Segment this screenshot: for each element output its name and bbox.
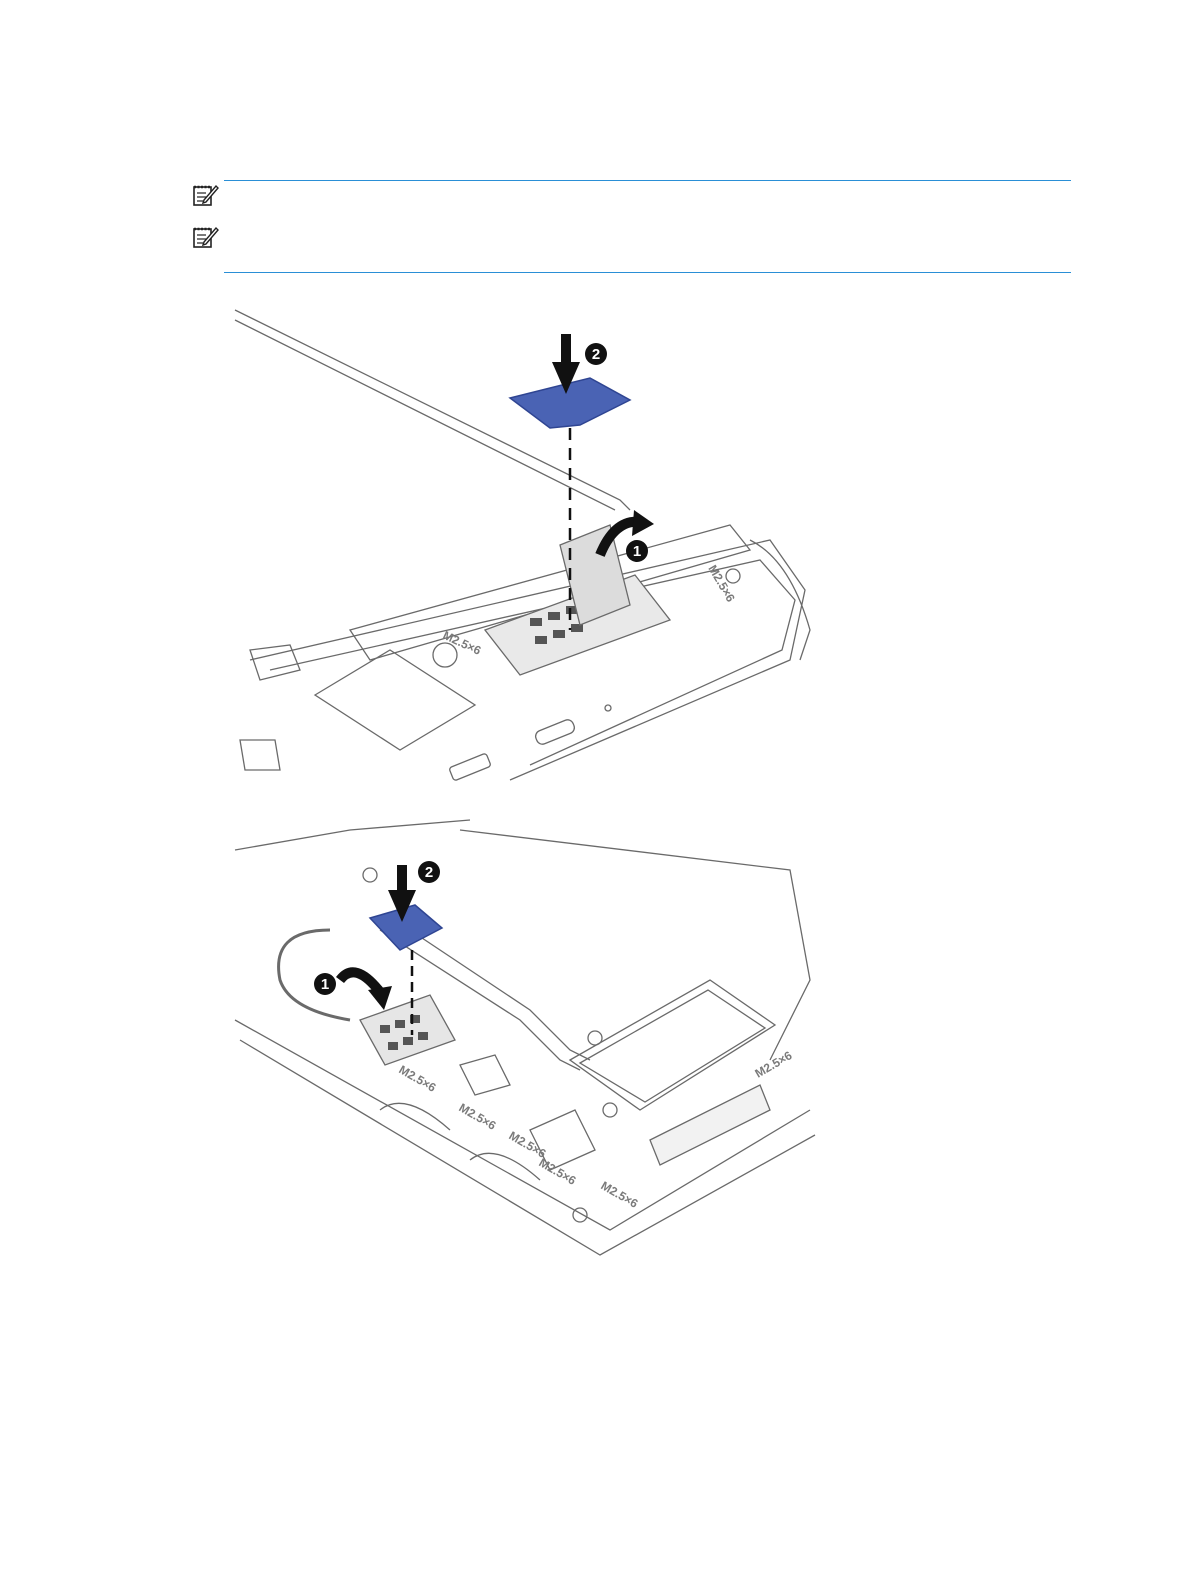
note-top-rule bbox=[224, 180, 1071, 181]
svg-text:2: 2 bbox=[592, 346, 600, 363]
screw-label: M2.5×6 bbox=[397, 1062, 439, 1094]
callout-2: 2 bbox=[418, 861, 440, 883]
arrow-rotate-icon bbox=[368, 986, 392, 1010]
arrow-down-icon bbox=[388, 865, 416, 922]
svg-text:2: 2 bbox=[425, 864, 433, 881]
screw-label: M2.5×6 bbox=[599, 1178, 641, 1210]
callout-1: 1 bbox=[314, 973, 336, 995]
arrow-rotate-icon bbox=[632, 510, 654, 536]
svg-text:1: 1 bbox=[633, 543, 641, 560]
note-icon bbox=[192, 183, 220, 207]
arrow-down-icon bbox=[552, 334, 580, 394]
note-bottom-rule bbox=[224, 272, 1071, 273]
sim-install-figure-top: M2.5×6 M2.5×6 2 1 bbox=[230, 300, 830, 790]
note-icon bbox=[192, 225, 220, 249]
svg-text:1: 1 bbox=[321, 976, 329, 993]
screw-label: M2.5×6 bbox=[457, 1100, 499, 1132]
screw-label: M2.5×6 bbox=[441, 628, 484, 658]
callout-1: 1 bbox=[626, 540, 648, 562]
callout-2: 2 bbox=[585, 343, 607, 365]
sim-install-figure-bottom: M2.5×6 M2.5×6 M2.5×6 M2.5×6 M2.5×6 M2.5×… bbox=[230, 810, 830, 1310]
